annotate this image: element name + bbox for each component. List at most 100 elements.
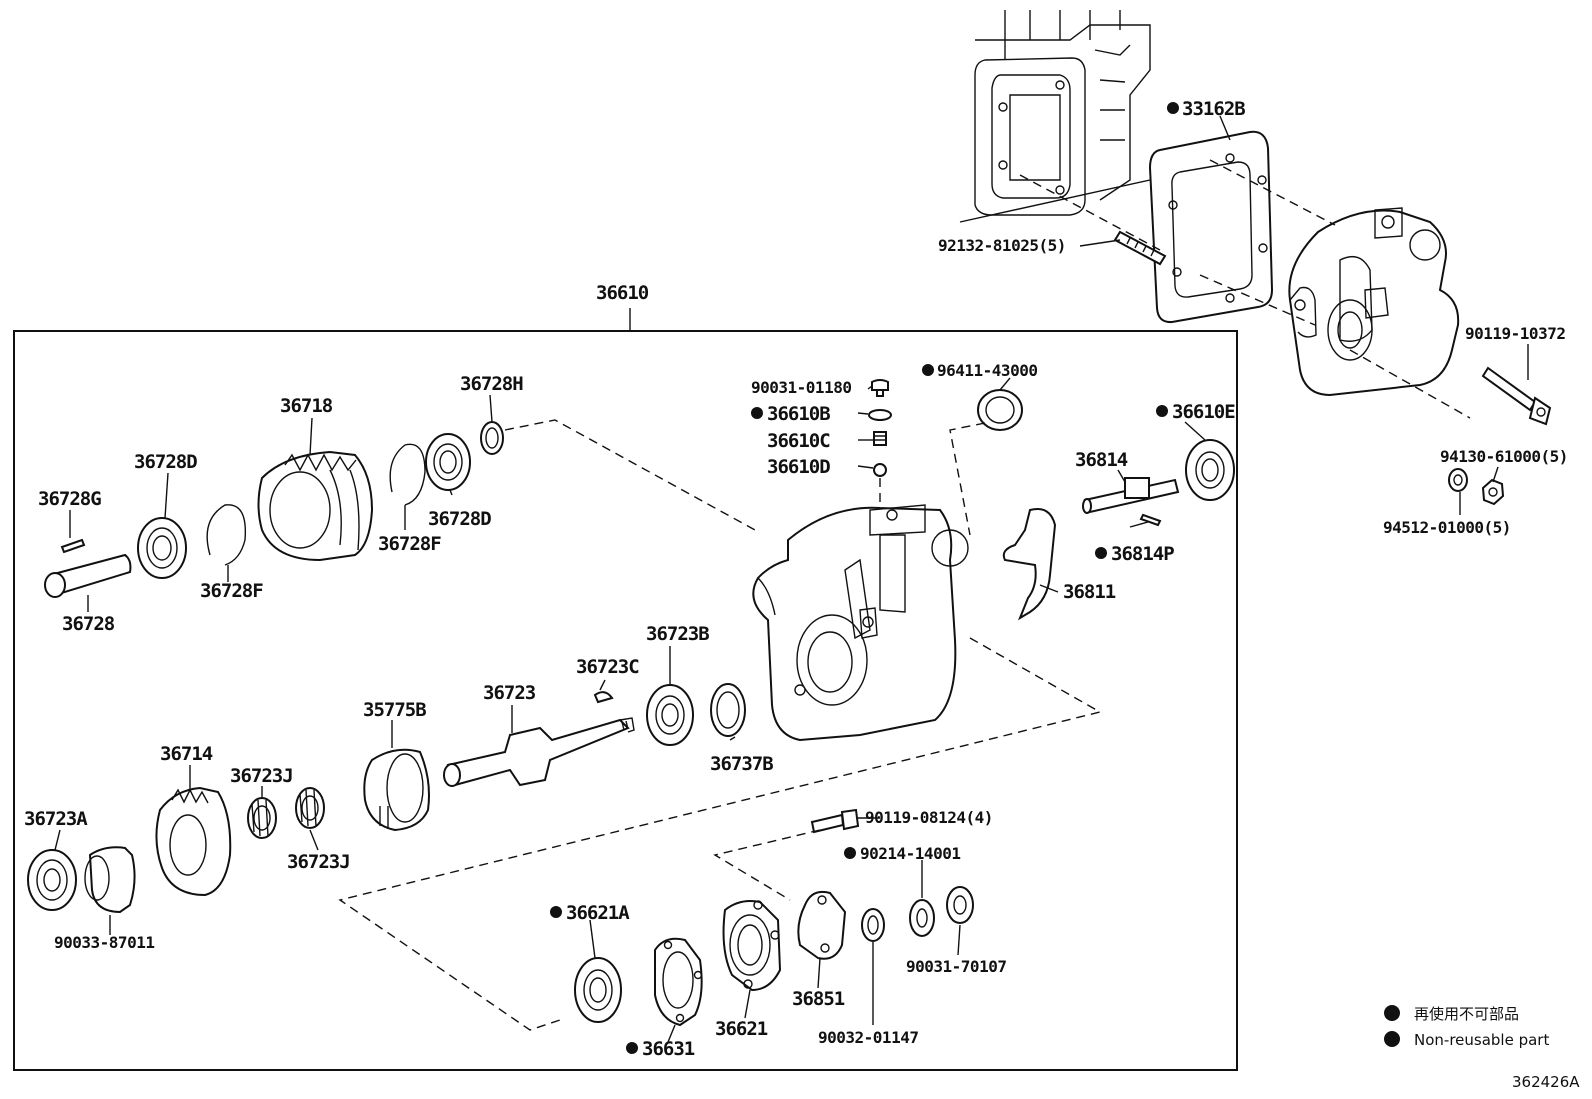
legend-dot-en [1384,1031,1400,1047]
label-36723b: 36723B [646,623,709,645]
non-reusable-dot-36631 [626,1042,638,1054]
label-36814: 36814 [1075,449,1128,471]
bolt-90119-08124-drawing [810,808,860,834]
pin-36814p-drawing [1139,513,1162,527]
legend-en-text: Non-reusable part [1414,1031,1549,1049]
label-36811: 36811 [1063,581,1116,603]
non-reusable-dot-36814p [1095,547,1107,559]
gear-36718-drawing [257,450,374,562]
shift-fork-36811-drawing [1002,508,1057,621]
label-36814p: 36814P [1111,543,1174,565]
non-reusable-dot-36621a [550,906,562,918]
label-33162b: 33162B [1182,98,1245,120]
transmission-case-drawing [959,10,1151,223]
label-90032-01147: 90032-01147 [818,1028,918,1047]
figure-id: 362426A [1512,1073,1580,1091]
bearing-36728d-right-drawing [425,433,471,491]
nut-90031-70107-drawing [946,886,974,924]
label-36723j-bottom: 36723J [287,851,350,873]
screw-90031-01180-drawing [871,379,889,397]
spring-36610c-drawing [873,431,887,446]
label-96411-43000: 96411-43000 [937,361,1037,380]
key-36723c-drawing [593,691,614,704]
label-90119-10372: 90119-10372 [1465,324,1565,343]
label-36610e: 36610E [1172,401,1235,423]
label-92132-81025: 92132-81025(5) [938,236,1066,255]
label-36621a: 36621A [566,902,630,924]
bearing-36610e-drawing [1185,439,1235,501]
label-36610b: 36610B [767,403,830,425]
bearing-36728d-left-drawing [137,517,187,579]
leader-lines [54,115,1529,1043]
label-90214-14001: 90214-14001 [860,844,960,863]
label-36723j-top: 36723J [230,765,293,787]
non-reusable-dot-33162b [1167,102,1179,114]
washer-94512-drawing [1448,468,1468,492]
label-36714: 36714 [160,743,213,765]
gasket-33162b-drawing [1148,130,1274,324]
label-90119-08124: 90119-08124(4) [865,808,993,827]
washer-36728h-drawing [480,421,504,455]
non-reusable-dot-96411 [922,364,934,376]
label-94130-61000: 94130-61000(5) [1440,447,1568,466]
non-reusable-dot-36610e [1156,405,1168,417]
label-36610d: 36610D [767,456,830,478]
gasket-36610b-drawing [868,409,892,421]
label-35775b: 35775B [363,699,426,721]
legend-jp-text: 再使用不可部品 [1414,1005,1519,1023]
oil-seal-90214-drawing [909,899,935,937]
adapter-housing-drawing [752,504,969,742]
label-36728d-right: 36728D [428,508,491,530]
label-90033-87011: 90033-87011 [54,933,154,952]
label-36610c: 36610C [767,430,830,452]
washer-90032-drawing [861,908,885,942]
callout-labels: 36610 33162B 92132-81025(5) 90119-10372 … [24,98,1568,1060]
bushing-90033-drawing [84,846,136,914]
extension-housing-drawing [1288,207,1460,397]
oil-seal-96411-drawing [977,389,1023,431]
label-36723a: 36723A [24,808,88,830]
needle-bearing-36723j-left-drawing [247,797,277,839]
label-36728: 36728 [62,613,115,635]
gear-36714-drawing [155,786,232,897]
stud-bolt-92132-drawing [1113,230,1167,266]
pin-36728g-drawing [60,538,86,554]
label-36728f-right: 36728F [378,533,441,555]
label-36621: 36621 [715,1018,768,1040]
assembly-frame [13,330,1238,1071]
label-36728f-left: 36728F [200,580,263,602]
bracket-36851-drawing [797,890,847,960]
label-36728g: 36728G [38,488,101,510]
label-36723c: 36723C [576,656,639,678]
label-36737b: 36737B [710,753,773,775]
label-36851: 36851 [792,988,845,1010]
label-36610: 36610 [596,282,649,304]
ball-36610d-drawing [873,463,887,477]
oil-seal-36621a-drawing [574,957,622,1023]
label-36631: 36631 [642,1038,695,1060]
label-36728d-left: 36728D [134,451,197,473]
label-90031-70107: 90031-70107 [906,957,1006,976]
label-90031-01180: 90031-01180 [751,378,851,397]
output-shaft-36723-drawing [443,717,635,787]
non-reusable-dot-90214 [844,847,856,859]
non-reusable-dot-36610b [751,407,763,419]
nut-94130-drawing [1481,478,1505,506]
gasket-36631-drawing [654,937,703,1027]
legend-dot-jp [1384,1005,1400,1021]
sleeve-35775b-drawing [363,748,430,832]
snap-ring-36728f-right-drawing [389,443,426,506]
bearing-36723b-drawing [646,684,694,746]
retainer-36621-drawing [722,900,782,992]
label-36723: 36723 [483,682,536,704]
legend: 再使用不可部品 Non-reusable part [1384,1005,1549,1049]
bearing-36723a-drawing [27,849,77,911]
bolt-90119-10372-drawing [1481,366,1552,426]
thrust-washer-36737b-drawing [710,683,746,737]
shaft-36728-drawing [44,553,132,598]
label-36718: 36718 [280,395,333,417]
needle-bearing-36723j-right-drawing [295,787,325,829]
snap-ring-36728f-left-drawing [206,504,247,566]
label-94512-01000: 94512-01000(5) [1383,518,1511,537]
